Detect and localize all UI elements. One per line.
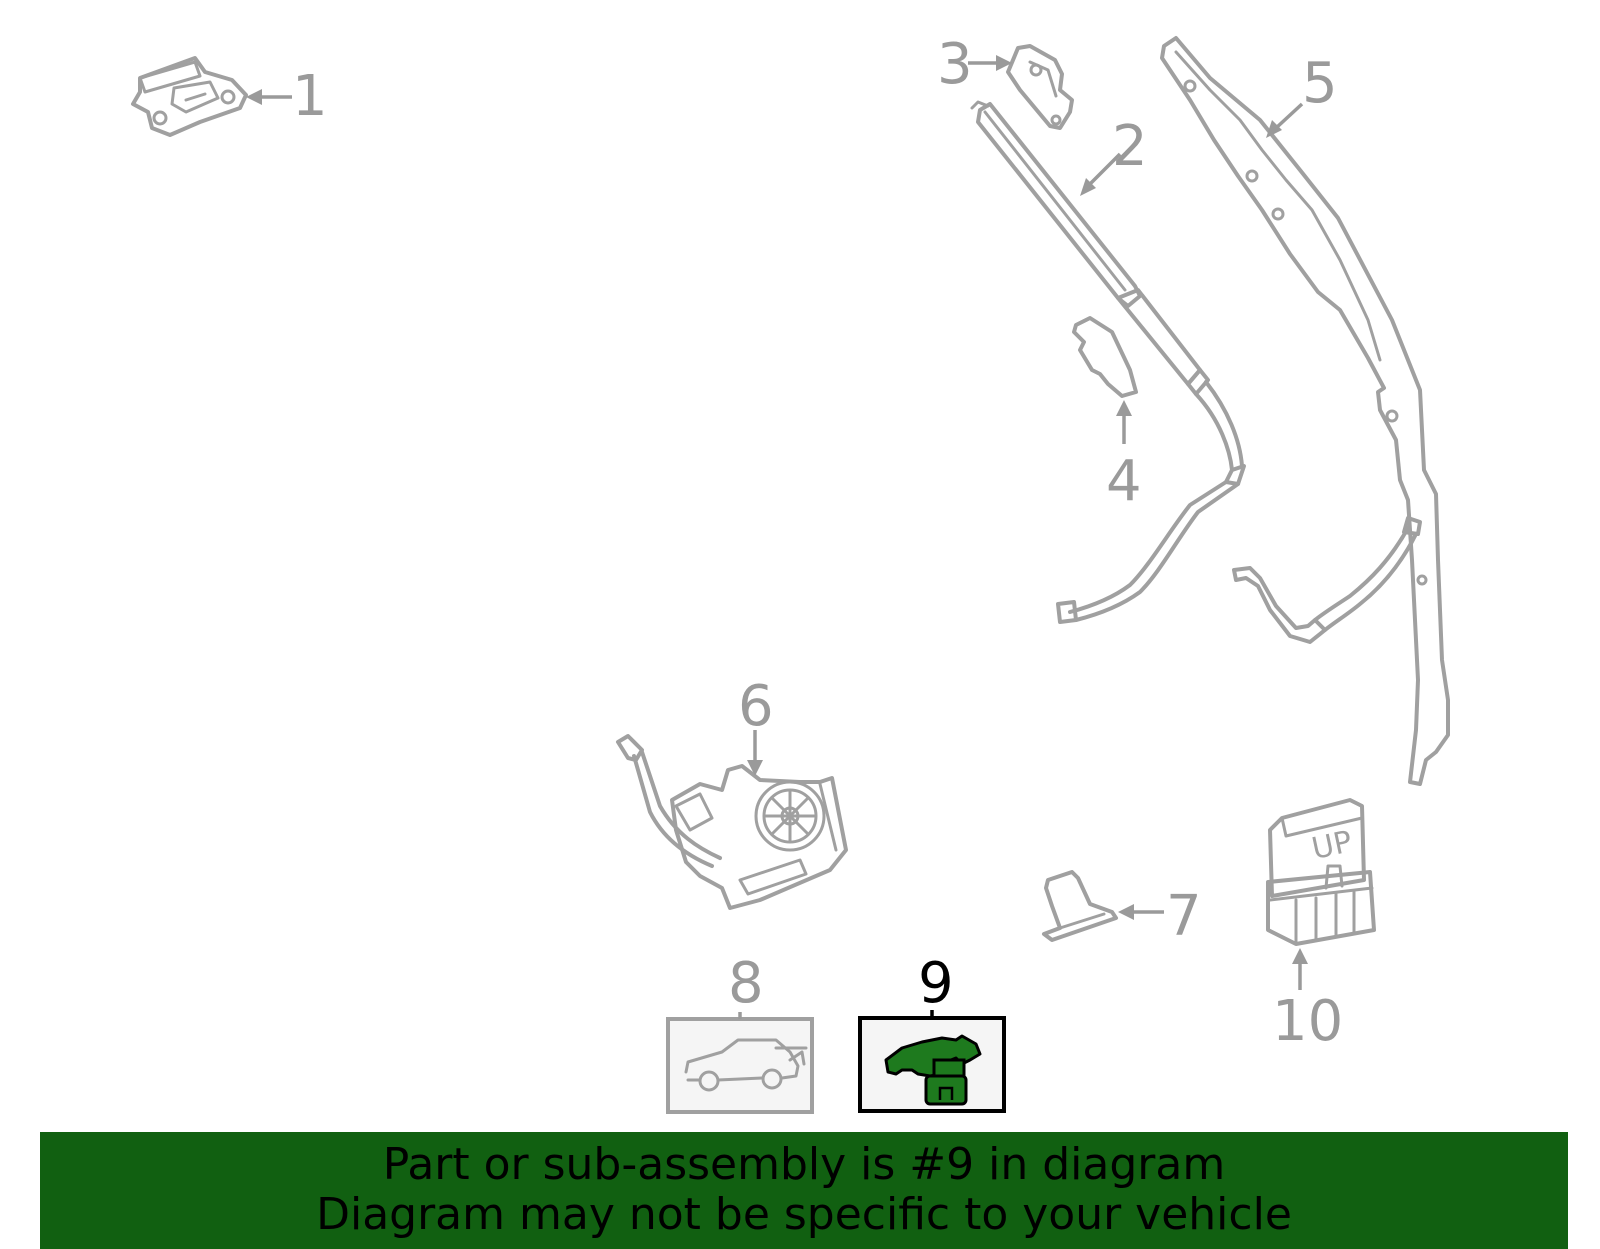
part-8-vehicle-locator[interactable] [666,1017,814,1114]
part-1-hinge[interactable] [131,56,248,137]
part-2-air-bag-tube[interactable] [970,100,1246,624]
banner-line-2: Diagram may not be specific to your vehi… [316,1189,1292,1240]
callout-2: 2 [1112,114,1148,179]
callout-6: 6 [738,674,774,739]
callout-9: 9 [918,951,954,1016]
part-5-curtain-air-bag[interactable] [1160,36,1450,786]
info-banner: Part or sub-assembly is #9 in diagram Di… [40,1132,1568,1249]
part-10-sensor[interactable]: UP [1266,798,1376,946]
callout-7: 7 [1166,884,1202,949]
callout-1: 1 [292,64,328,129]
callout-5: 5 [1302,51,1338,116]
callout-4: 4 [1106,449,1142,514]
callout-3: 3 [937,32,973,97]
part-4-clip[interactable] [1072,316,1138,398]
banner-line-1: Part or sub-assembly is #9 in diagram [382,1139,1226,1190]
part-3-bracket[interactable] [1006,44,1074,130]
part-7-bracket[interactable] [1042,870,1118,942]
part-10-up-label: UP [1309,824,1355,867]
callout-10: 10 [1272,989,1343,1054]
callout-8: 8 [728,951,764,1016]
part-9-selected-highlight[interactable] [858,1016,1006,1113]
part-6-module[interactable] [616,734,848,910]
